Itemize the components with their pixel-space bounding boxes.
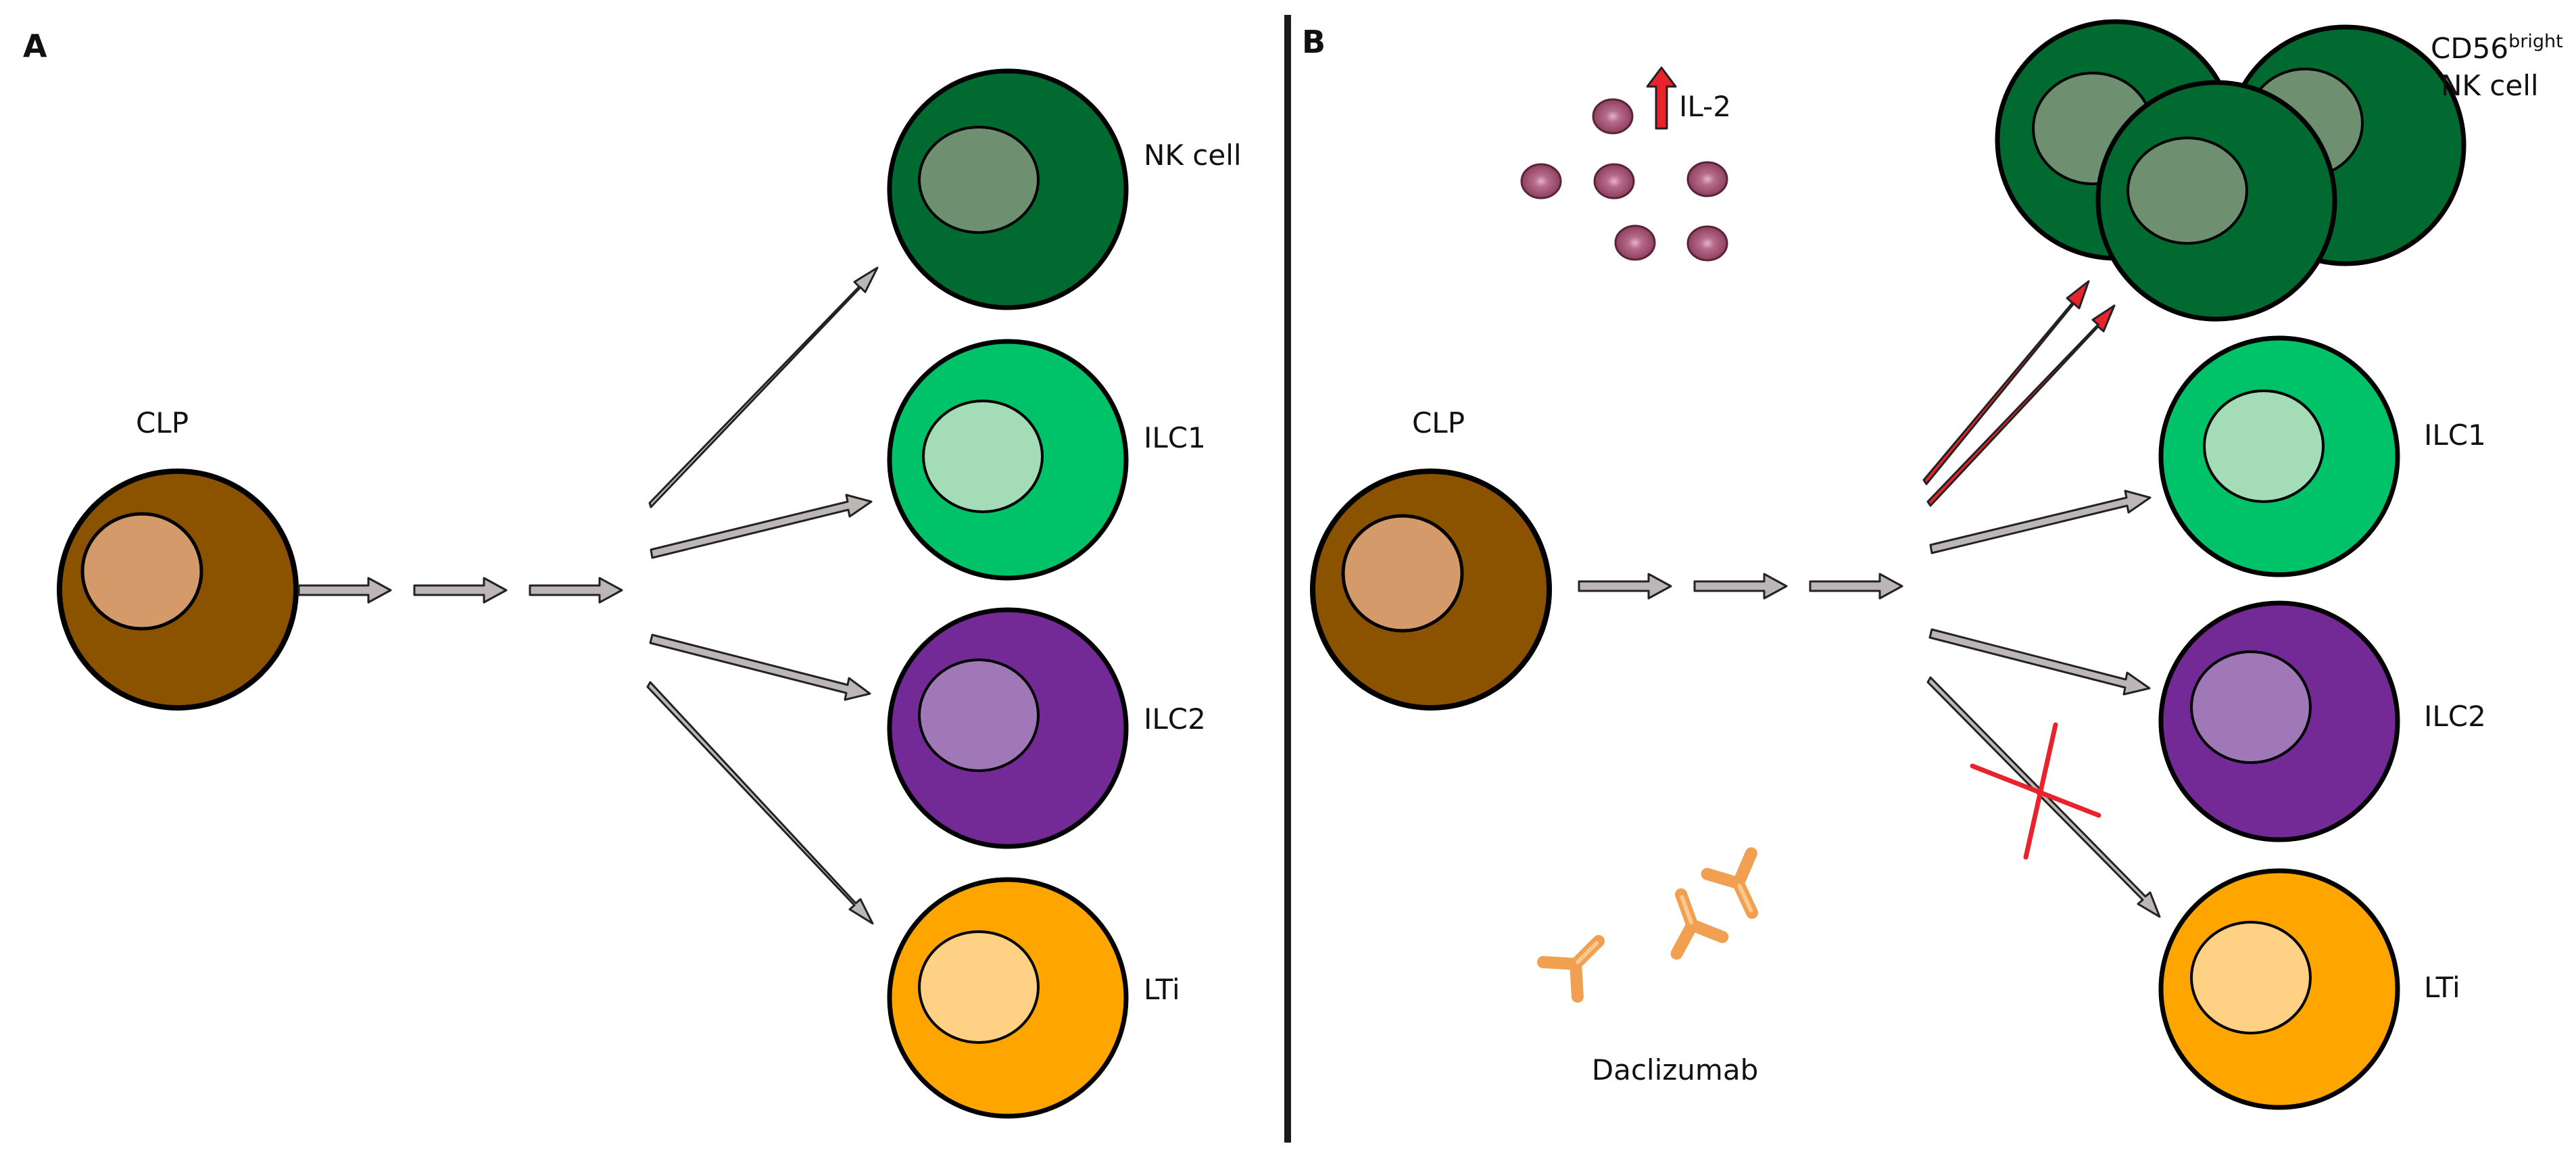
ilc2-cell-b <box>2158 600 2400 842</box>
lti-cell-b <box>2158 868 2400 1110</box>
chain-arrow <box>1809 573 1903 600</box>
lti-label-b: LTi <box>2424 971 2460 1004</box>
nk-cell-label-b: NK cell <box>2441 69 2539 102</box>
cd56bright-label: CD56bright <box>2431 31 2563 65</box>
daclizumab-antibodies <box>1543 853 1774 997</box>
nk-cell-label-a: NK cell <box>1144 139 1242 172</box>
chain-arrows-b <box>1578 573 1903 600</box>
clp-cell-b <box>1310 469 1552 711</box>
ilc1-cell-b <box>2158 335 2400 577</box>
arrow-to-ilc1-b <box>1929 489 2152 554</box>
ilc2-label-a: ILC2 <box>1144 702 1206 736</box>
arrow-to-lti <box>646 681 874 925</box>
il2-particle <box>1614 224 1656 261</box>
ilc1-label-a: ILC1 <box>1144 421 1206 454</box>
antibody-icon <box>1543 924 1615 997</box>
red-arrow <box>1926 304 2116 507</box>
nk-cell-a <box>887 68 1129 310</box>
panel-b: IL-2 CLP <box>1310 19 2563 1110</box>
lti-label-a: LTi <box>1144 973 1180 1006</box>
clp-cell-a <box>57 469 299 711</box>
il2-particle <box>1593 163 1635 199</box>
il2-particle <box>1686 225 1728 262</box>
diverging-arrows-a <box>646 266 879 925</box>
chain-arrow <box>529 577 623 604</box>
arrow-to-ilc2-b <box>1928 628 2151 696</box>
ilc2-label-b: ILC2 <box>2424 700 2486 733</box>
chain-arrow <box>1693 573 1788 600</box>
il2-label: IL-2 <box>1679 90 1731 123</box>
chain-arrow <box>413 577 508 604</box>
antibody-icon <box>1658 886 1722 954</box>
arrow-to-lti-b <box>1926 676 2161 918</box>
ilc1-label-b: ILC1 <box>2424 418 2486 452</box>
daclizumab-label: Daclizumab <box>1592 1053 1758 1086</box>
red-arrow <box>1922 280 2090 485</box>
arrow-to-nk <box>648 266 879 508</box>
il2-up-arrow <box>1646 66 1677 130</box>
panel-b-label: B <box>1302 24 1326 60</box>
block-cross <box>1970 722 2101 860</box>
cd56-main: CD56 <box>2431 32 2508 65</box>
chain-arrow <box>297 577 392 604</box>
chain-arrow <box>1578 573 1672 600</box>
panel-a: CLP NK cell ILC1 <box>57 68 1242 1119</box>
il2-particle <box>1520 163 1562 199</box>
red-arrows-to-nk <box>1922 280 2116 507</box>
ilc1-cell-a <box>887 339 1129 581</box>
diverging-arrows-b <box>1926 489 2161 918</box>
nk-cell-front <box>2095 80 2337 322</box>
panel-a-label: A <box>23 28 47 64</box>
clp-label-b: CLP <box>1412 406 1465 439</box>
antibody-icon <box>1707 853 1774 923</box>
il2-particles <box>1520 98 1728 262</box>
il2-particle <box>1686 161 1728 197</box>
clp-label-a: CLP <box>136 406 189 439</box>
cd56-sup: bright <box>2508 31 2563 52</box>
cd56bright-nk-cluster <box>1995 19 2466 322</box>
lti-cell-a <box>887 877 1129 1119</box>
il2-particle <box>1592 98 1634 135</box>
chain-arrows-a <box>297 577 623 604</box>
arrow-to-ilc2 <box>649 633 871 701</box>
ilc2-cell-a <box>887 607 1129 849</box>
arrow-to-ilc1 <box>650 494 873 559</box>
